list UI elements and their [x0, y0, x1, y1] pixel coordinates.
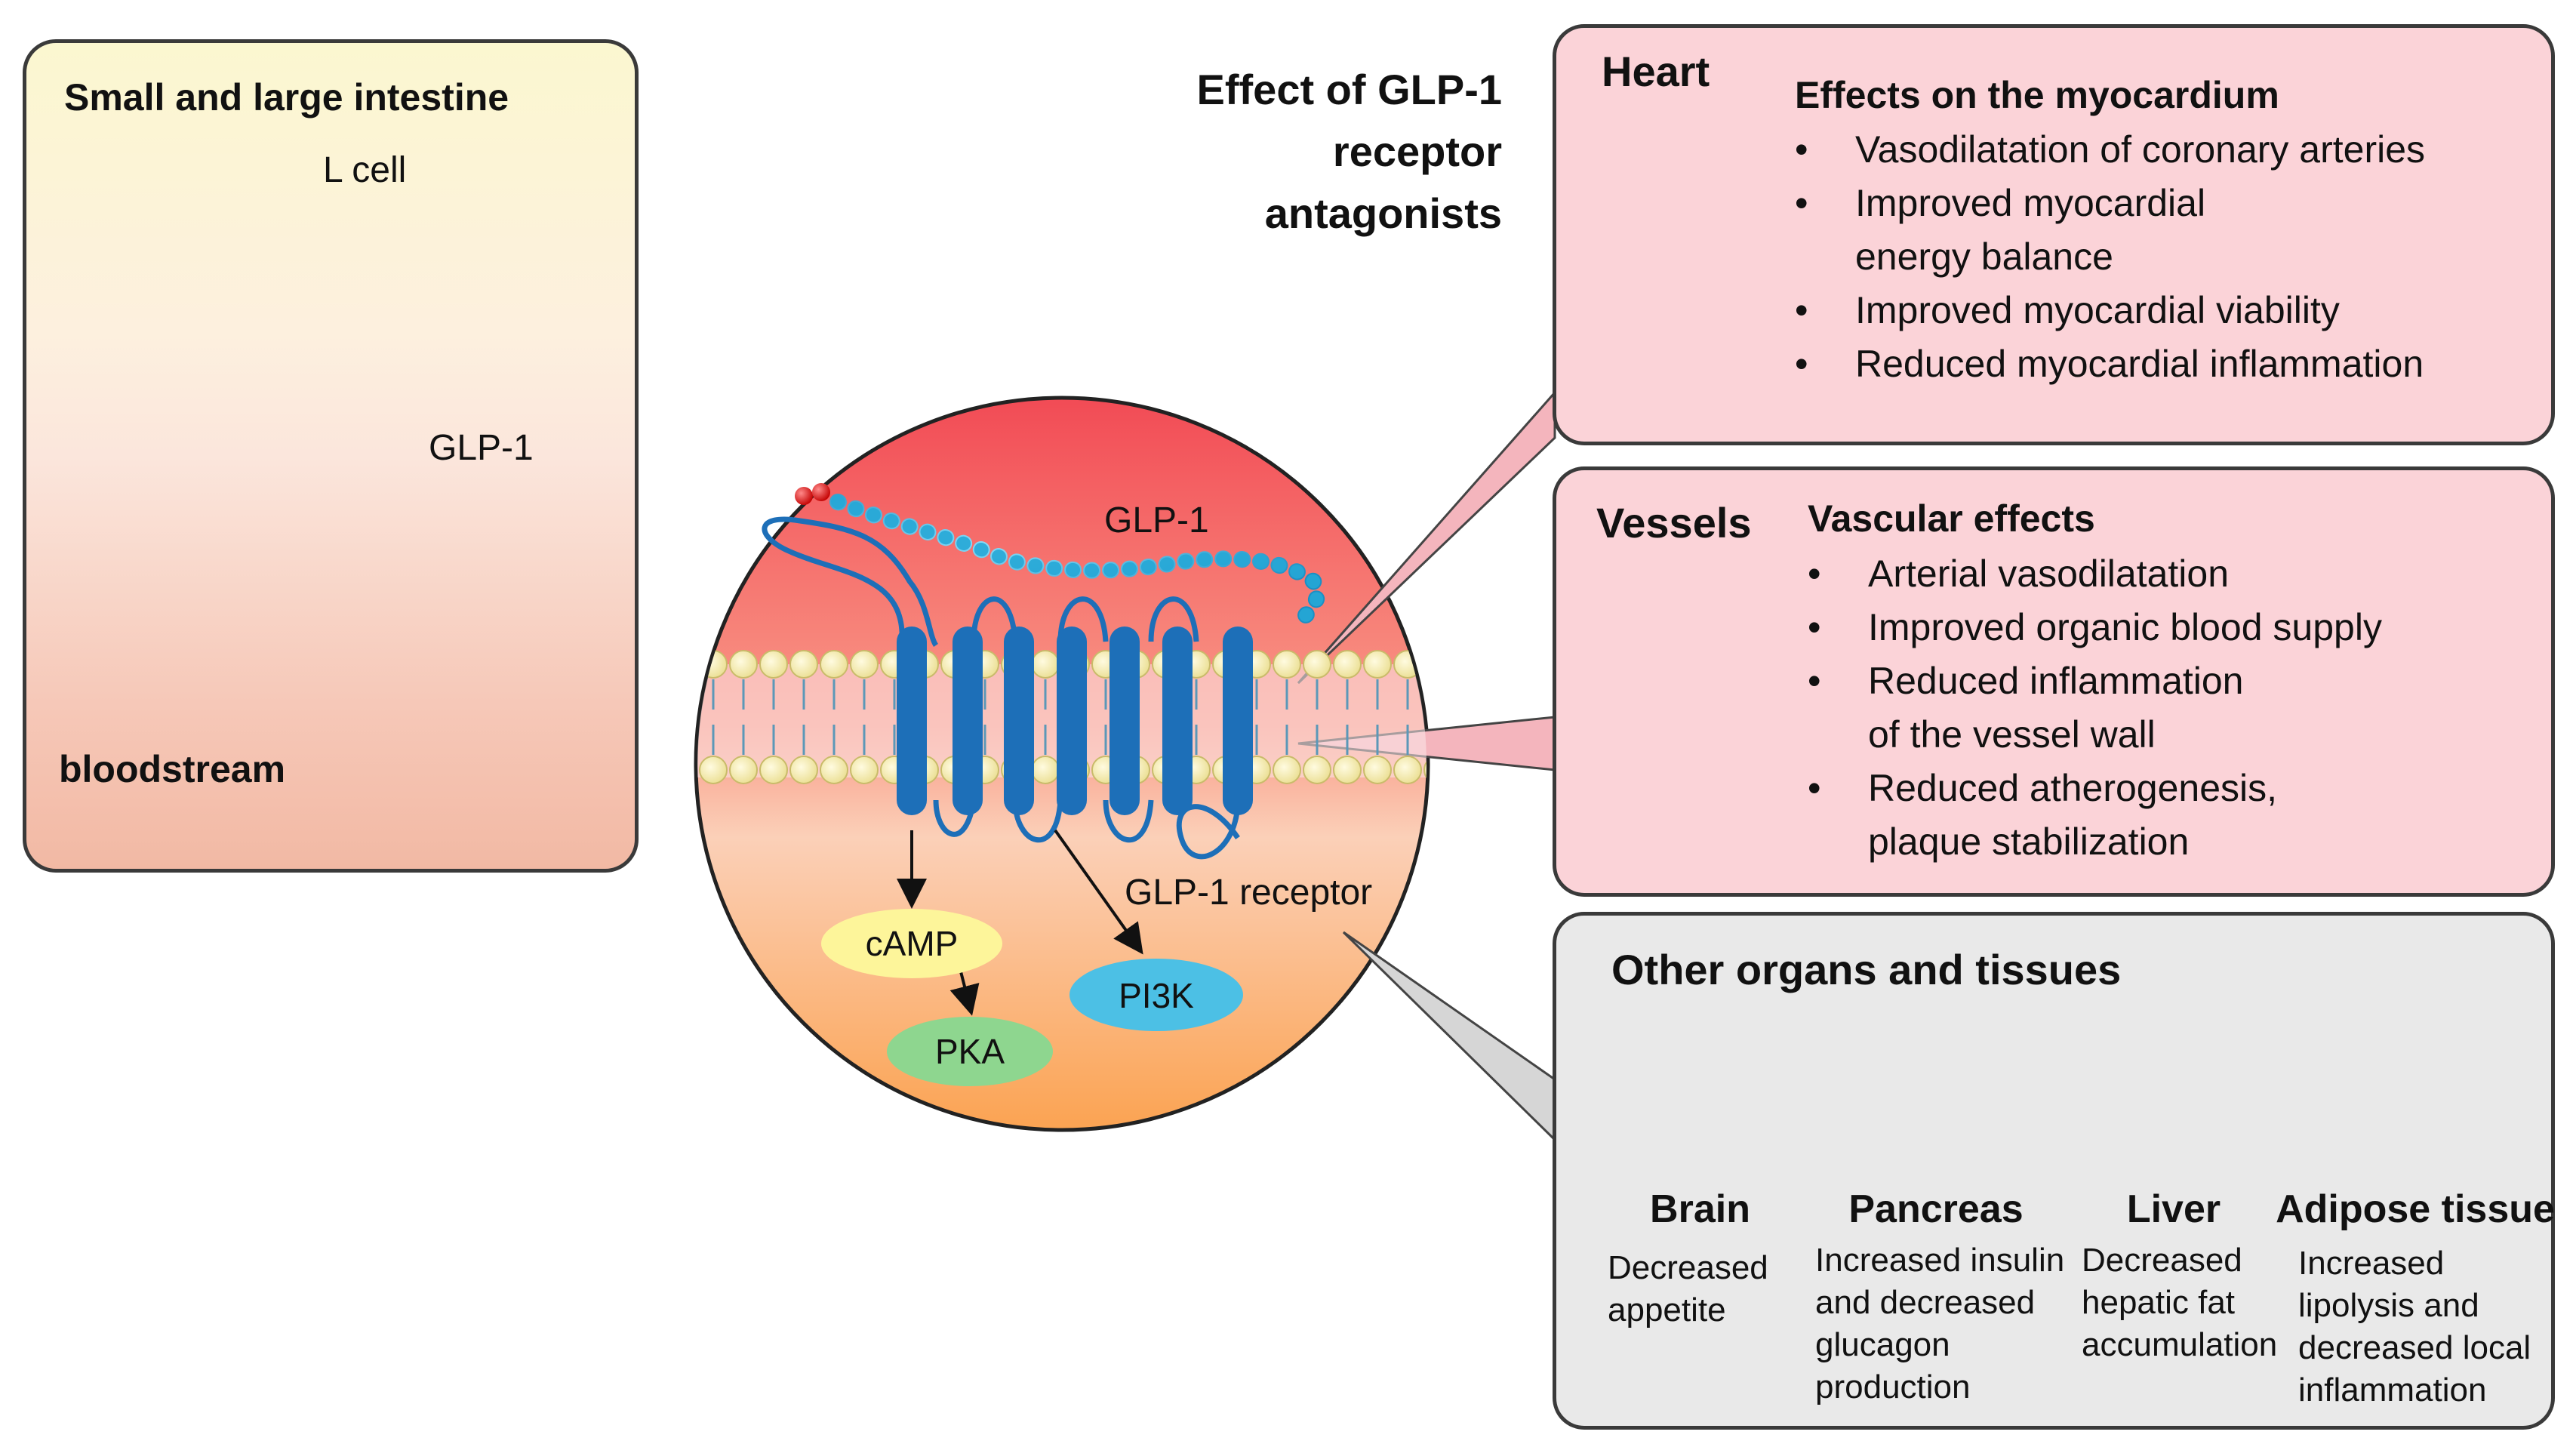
heart-effect-item: Improved myocardial viability — [1795, 284, 2534, 337]
vessel-effect-item: Reduced atherogenesis, plaque stabilizat… — [1808, 762, 2532, 869]
tissue-name-brain: Brain — [1650, 1187, 1750, 1231]
vessels-effects-title: Vascular effects — [1808, 497, 2095, 540]
other-organs-panel — [1553, 912, 2555, 1430]
vessel-effect-item: Improved organic blood supply — [1808, 601, 2532, 654]
center-title-line: receptor — [1332, 128, 1502, 175]
tissue-desc-pancreas: Increased insulin and decreased glucagon… — [1815, 1242, 2065, 1405]
vessel-effect-item: Arterial vasodilatation — [1808, 547, 2532, 601]
tissue-name-pancreas: Pancreas — [1848, 1187, 2024, 1231]
camp-ellipse — [821, 909, 1002, 978]
pi3k-ellipse — [1069, 959, 1243, 1031]
heart-title: Heart — [1602, 48, 1710, 95]
glp1-receptor — [762, 516, 1253, 860]
center-title-line: antagonists — [1264, 189, 1502, 237]
vessel-effect-item: Reduced inflammation of the vessel wall — [1808, 654, 2532, 762]
intestine-title: Small and large intestine — [64, 76, 509, 119]
pka-ellipse — [887, 1017, 1053, 1086]
center-title-line: Effect of GLP-1 — [1196, 66, 1502, 113]
signal-label-pi3k: PI3K — [1119, 976, 1194, 1015]
tissue-name-adipose: Adipose tissue — [2276, 1187, 2555, 1231]
tissue-desc-liver: Decreased hepatic fat accumulation — [2082, 1242, 2278, 1363]
signal-label-pka: PKA — [935, 1032, 1005, 1071]
vessels-title: Vessels — [1596, 499, 1752, 546]
glp1-left-label: GLP-1 — [429, 428, 534, 468]
heart-effect-item: Vasodilatation of coronary arteries — [1795, 123, 2534, 177]
intestine-panel — [23, 39, 639, 873]
l-cell-label: L cell — [323, 150, 407, 190]
heart-effect-item: Improved myocardial energy balance — [1795, 177, 2534, 284]
heart-effects-list: Vasodilatation of coronary arteries Impr… — [1795, 123, 2534, 391]
center-title: Effect of GLP-1 receptor antagonists — [1079, 59, 1502, 245]
vessels-effects-list: Arterial vasodilatation Improved organic… — [1808, 547, 2532, 869]
bloodstream-label: bloodstream — [59, 748, 286, 790]
tissue-desc-brain: Decreased appetite — [1608, 1249, 1768, 1328]
signal-label-camp: cAMP — [866, 924, 959, 963]
heart-effect-item: Reduced myocardial inflammation — [1795, 337, 2534, 391]
tissue-name-liver: Liver — [2126, 1187, 2221, 1231]
glp1-center-label: GLP-1 — [1104, 500, 1209, 540]
receptor-label: GLP-1 receptor — [1125, 873, 1373, 913]
glp1-chain-center — [795, 483, 1326, 623]
heart-effects-title: Effects on the myocardium — [1795, 74, 2279, 116]
tissue-desc-adipose: Increased lipolysis and decreased local … — [2298, 1245, 2531, 1409]
other-organs-title: Other organs and tissues — [1611, 946, 2122, 993]
